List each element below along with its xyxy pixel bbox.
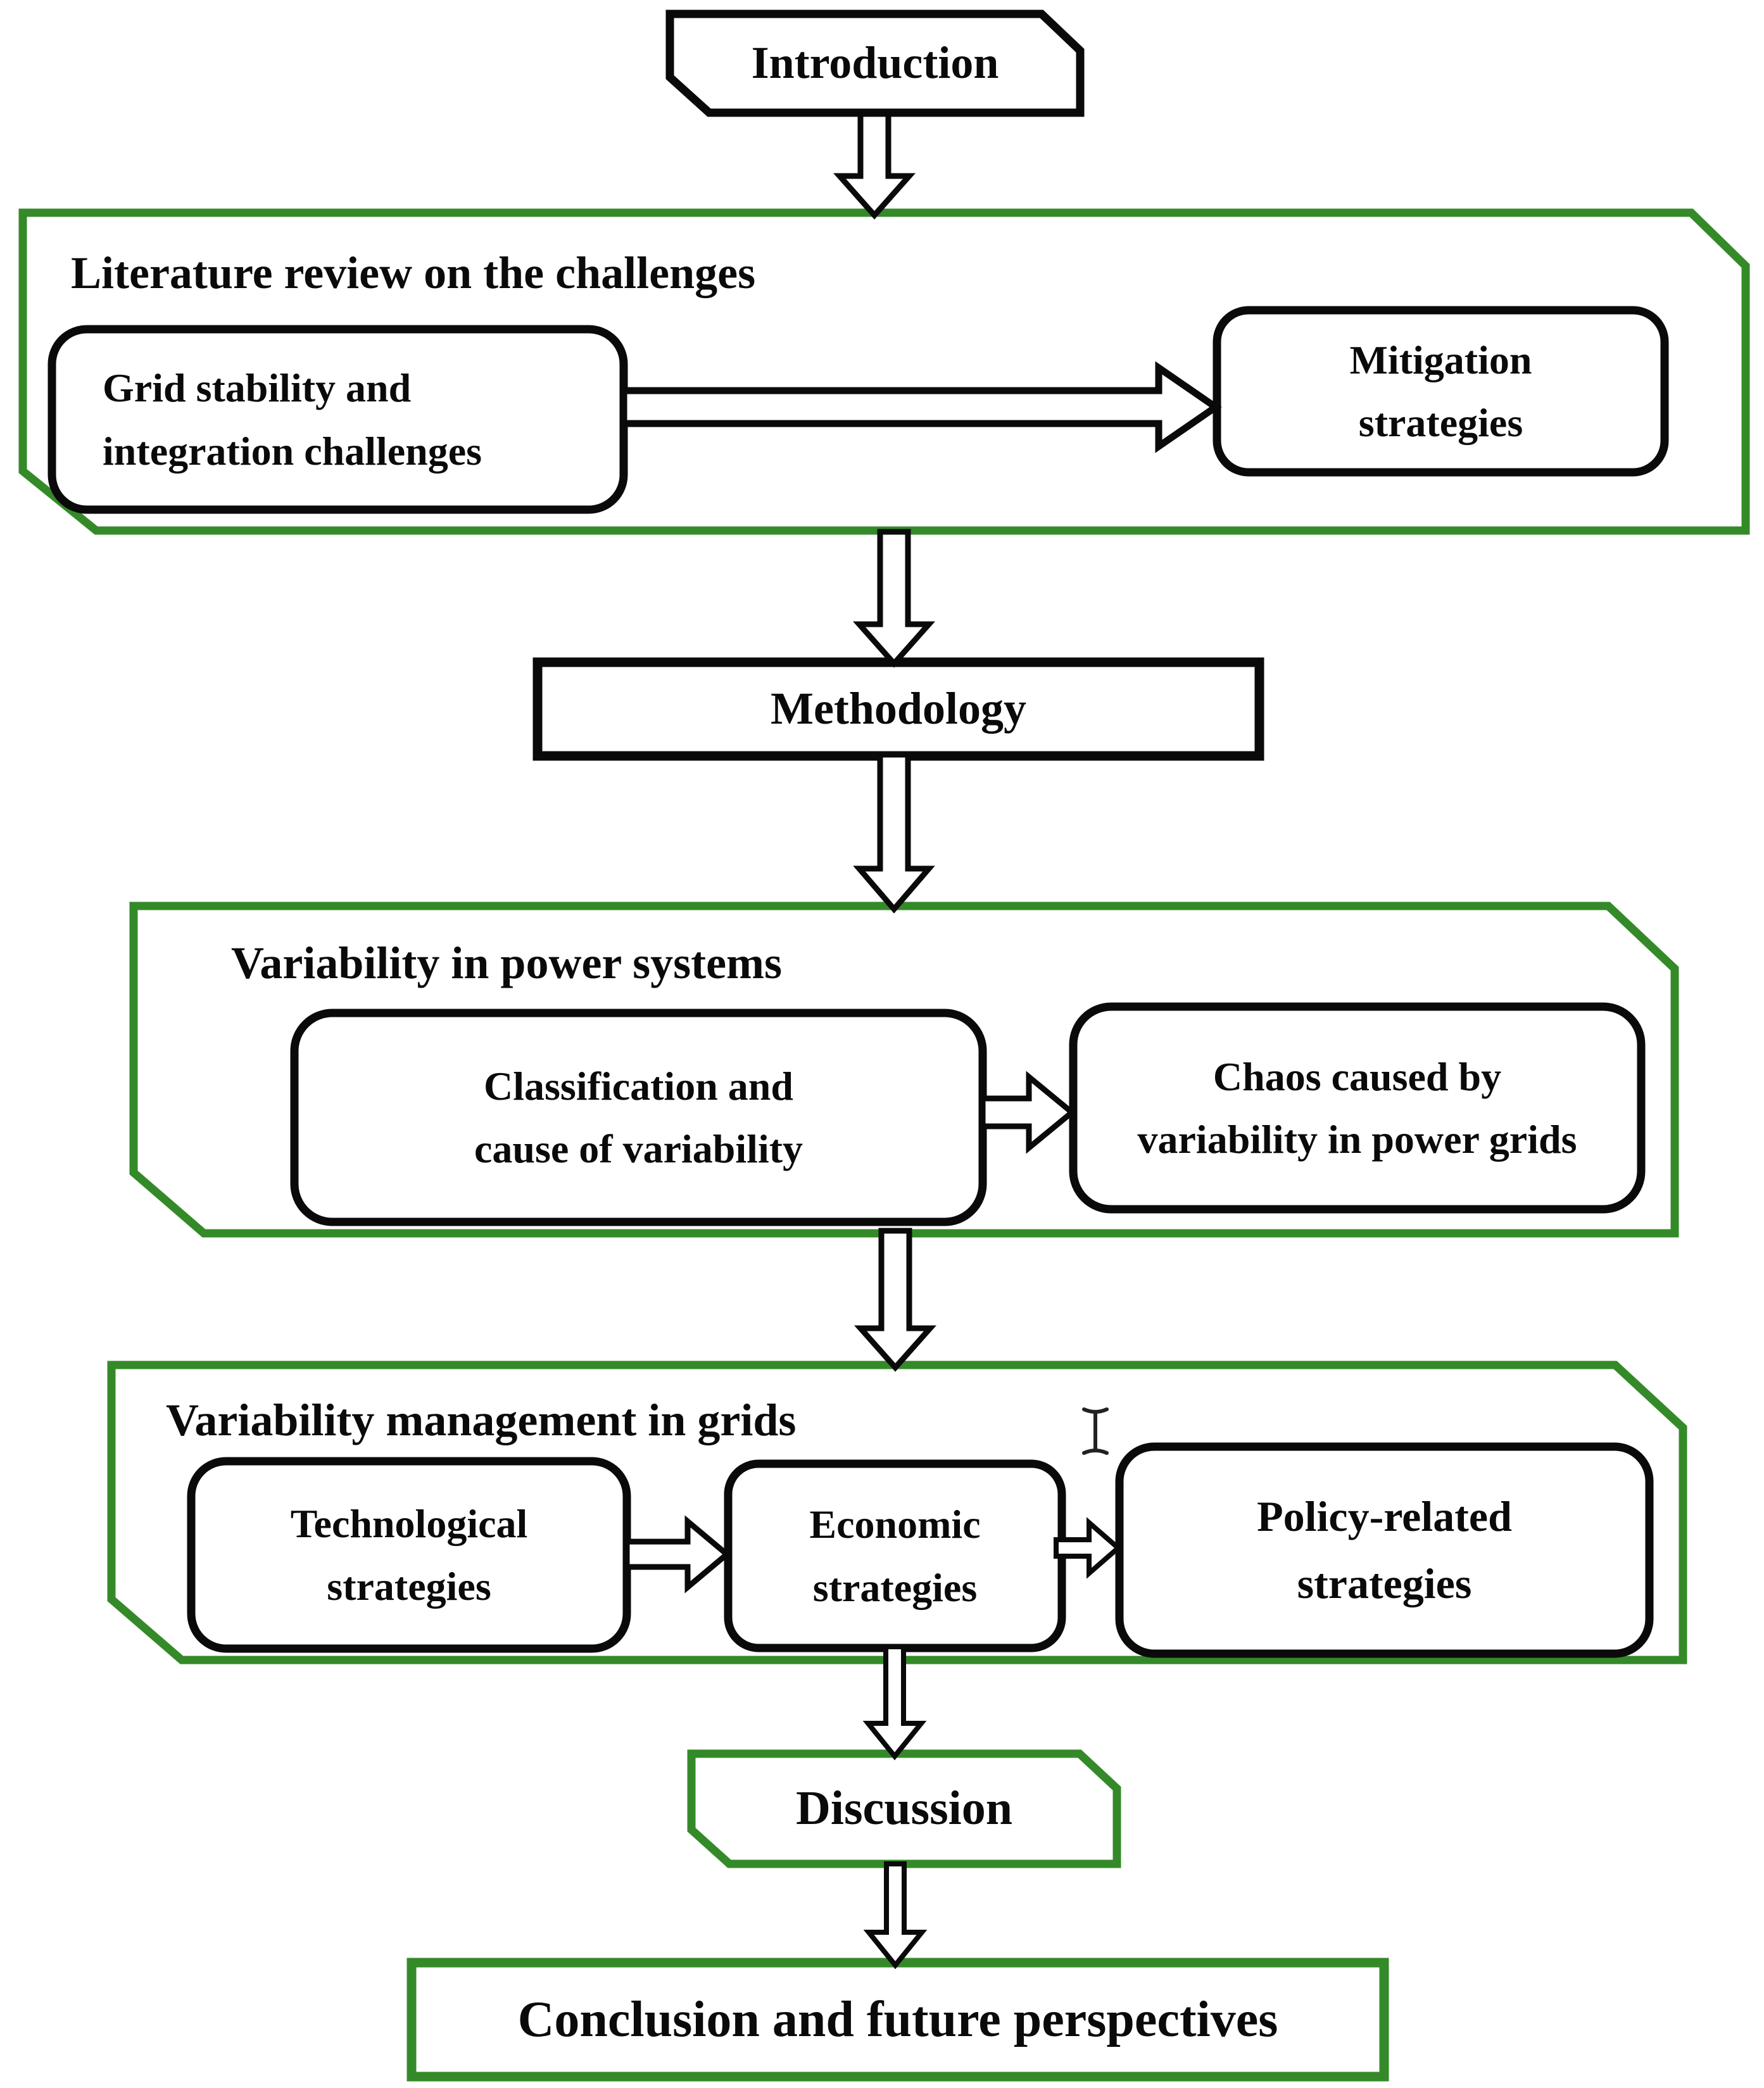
technological-label: Technological strategies [290, 1500, 528, 1609]
arrow-variability-to-management [854, 1228, 937, 1372]
arrow-economic-to-policy [1054, 1517, 1123, 1579]
methodology-label: Methodology [771, 683, 1026, 734]
classification-label: Classification and cause of variability [474, 1063, 803, 1171]
arrow-discussion-to-conclusion [863, 1861, 928, 1970]
introduction-label: Introduction [751, 37, 999, 89]
mitigation-label: Mitigation strategies [1349, 337, 1532, 445]
chaos-label: Chaos caused by variability in power gri… [1137, 1053, 1577, 1162]
discussion-label: Discussion [795, 1782, 1013, 1835]
grid-stability-label: Grid stability and integration challenge… [103, 365, 482, 474]
arrow-methodology-to-variability [853, 752, 935, 914]
arrow-management-to-discussion [862, 1644, 927, 1761]
arrow-technological-to-economic [624, 1515, 732, 1594]
arrow-grid-to-mitigation [620, 361, 1222, 453]
chaos-box [1069, 1002, 1646, 1214]
literature-section-title: Literature review on the challenges [71, 248, 756, 298]
arrow-literature-to-methodology [852, 529, 936, 668]
text-cursor-ibeam [1082, 1407, 1109, 1455]
conclusion-label: Conclusion and future perspectives [517, 1992, 1278, 2047]
arrow-intro-to-literature [833, 111, 916, 220]
mitigation-box [1213, 306, 1669, 477]
policy-label: Policy-related strategies [1257, 1492, 1512, 1607]
arrow-classification-to-chaos [980, 1071, 1077, 1154]
management-section-title: Variability management in grids [166, 1395, 797, 1445]
variability-section-title: Variability in power systems [231, 938, 783, 988]
economic-label: Economic strategies [809, 1502, 981, 1610]
discussion-box [687, 1749, 1121, 1868]
introduction-box [665, 9, 1085, 117]
